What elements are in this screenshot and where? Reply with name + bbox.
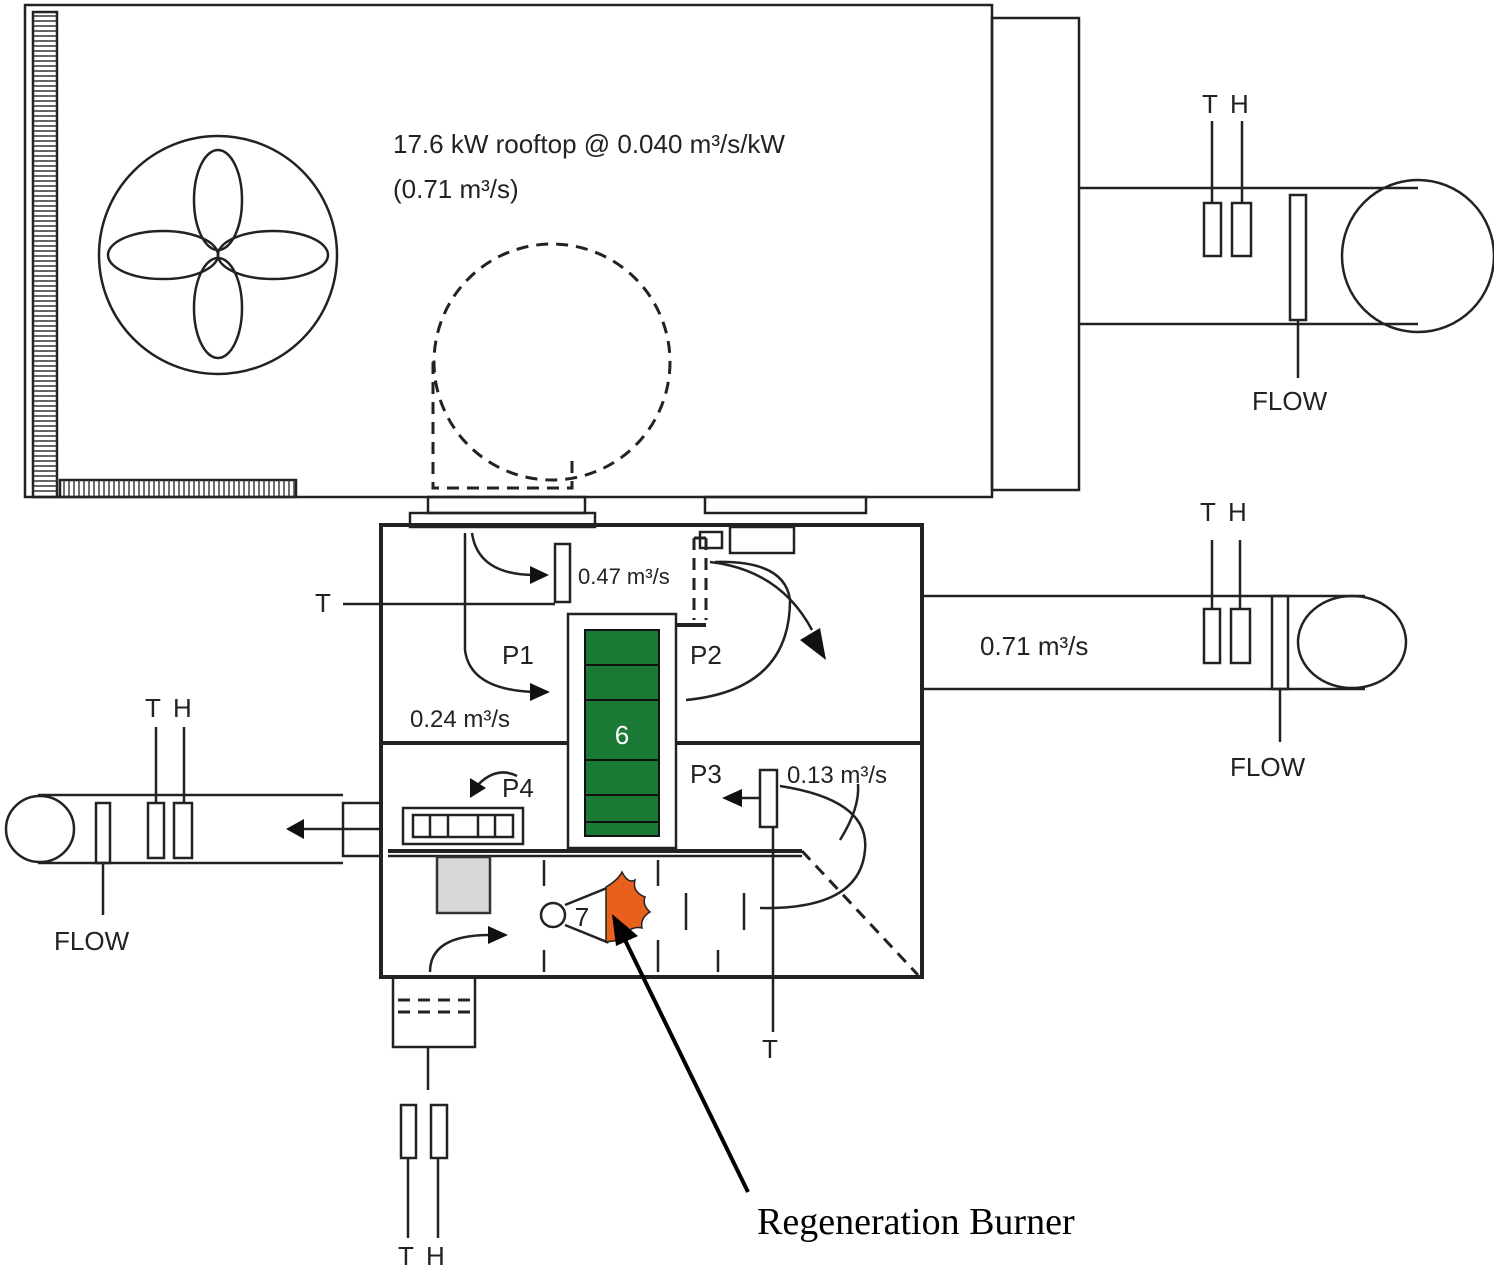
process-t-label: T bbox=[1200, 497, 1216, 527]
desiccant-unit: 6 T 0.47 m³/s P1 P2 bbox=[315, 511, 924, 1064]
upper-t-sensor bbox=[1202, 201, 1223, 258]
inlet-h-label: H bbox=[426, 1241, 445, 1271]
upper-duct: T H FLOW bbox=[1079, 89, 1494, 416]
regeneration-burner-icon: 7 bbox=[539, 870, 652, 944]
regen-baffles bbox=[542, 860, 746, 972]
rooftop-outlet-left bbox=[426, 495, 587, 515]
flow-013-label: 0.13 m³/s bbox=[787, 762, 887, 789]
inlet-t-label: T bbox=[398, 1241, 414, 1271]
rooftop-end-panel bbox=[990, 16, 1081, 492]
exhaust-duct: T H FLOW bbox=[4, 693, 383, 956]
desiccant-wheel: 6 bbox=[584, 629, 660, 837]
rooftop-unit: 17.6 kW rooftop @ 0.040 m³/s/kW (0.71 m³… bbox=[23, 3, 1081, 515]
upper-h-sensor bbox=[1230, 201, 1253, 258]
flow-047-label: 0.47 m³/s bbox=[578, 564, 670, 589]
exhaust-t-label: T bbox=[145, 693, 161, 723]
condenser-fan-icon bbox=[97, 134, 339, 376]
burner-number-label: 7 bbox=[575, 902, 589, 932]
process-duct-fan-icon bbox=[1296, 594, 1408, 690]
process-flow-label: FLOW bbox=[1230, 752, 1306, 782]
exhaust-t-sensor bbox=[146, 801, 166, 860]
bottom-t-label: T bbox=[762, 1034, 778, 1064]
p1-label: P1 bbox=[502, 640, 534, 670]
rooftop-capacity-label: 17.6 kW rooftop @ 0.040 m³/s/kW bbox=[393, 129, 785, 159]
wheel-number-label: 6 bbox=[615, 720, 629, 750]
regen-inlet: T H bbox=[391, 975, 477, 1271]
airflow-arrows bbox=[428, 532, 867, 973]
regen-dashed-baffle bbox=[800, 849, 920, 977]
wheel-housing bbox=[566, 612, 678, 850]
exhaust-fan-icon bbox=[4, 794, 76, 864]
burner-callout: Regeneration Burner bbox=[612, 914, 1075, 1243]
p3-label: P3 bbox=[690, 759, 722, 789]
upper-t-label: T bbox=[1202, 89, 1218, 119]
inlet-t-sensor bbox=[399, 1103, 418, 1160]
condenser-grille-vertical bbox=[31, 10, 59, 499]
upper-h-label: H bbox=[1230, 89, 1249, 119]
burner-callout-label: Regeneration Burner bbox=[757, 1201, 1075, 1243]
upper-duct-fan-icon bbox=[1340, 178, 1494, 334]
exhaust-h-label: H bbox=[173, 693, 192, 723]
process-flow-station bbox=[1270, 594, 1290, 691]
rooftop-airflow-label: (0.71 m³/s) bbox=[393, 174, 519, 204]
desiccant-top-port bbox=[728, 525, 796, 555]
damper-013 bbox=[758, 768, 779, 829]
inlet-h-sensor bbox=[429, 1103, 449, 1160]
process-outlet-duct: 0.71 m³/s T H FLOW bbox=[922, 497, 1408, 782]
process-t-sensor bbox=[1202, 607, 1222, 665]
process-h-label: H bbox=[1228, 497, 1247, 527]
rooftop-supply-fan-dashed bbox=[431, 242, 672, 490]
process-h-sensor bbox=[1229, 607, 1252, 665]
regen-filter bbox=[435, 855, 492, 915]
p2-label: P2 bbox=[690, 640, 722, 670]
exhaust-arrow bbox=[286, 819, 304, 839]
desiccant-inlet-collar bbox=[408, 511, 597, 529]
condenser-grille-horizontal bbox=[58, 478, 298, 499]
rooftop-outlet-right bbox=[703, 495, 868, 515]
exhaust-flow-label: FLOW bbox=[54, 926, 130, 956]
regen-fan-icon bbox=[401, 806, 525, 846]
p4-label: P4 bbox=[502, 773, 534, 803]
exhaust-flow-station bbox=[94, 801, 112, 865]
flow-024-label: 0.24 m³/s bbox=[410, 706, 510, 733]
flow-071-label: 0.71 m³/s bbox=[980, 631, 1088, 661]
upper-flow-station bbox=[1288, 193, 1308, 322]
damper-047 bbox=[553, 542, 572, 604]
exhaust-h-sensor bbox=[172, 801, 194, 860]
upper-flow-label: FLOW bbox=[1252, 386, 1328, 416]
desiccant-cabinet bbox=[379, 523, 924, 979]
bypass-dashed-duct bbox=[692, 536, 708, 620]
top-t-label: T bbox=[315, 588, 331, 618]
